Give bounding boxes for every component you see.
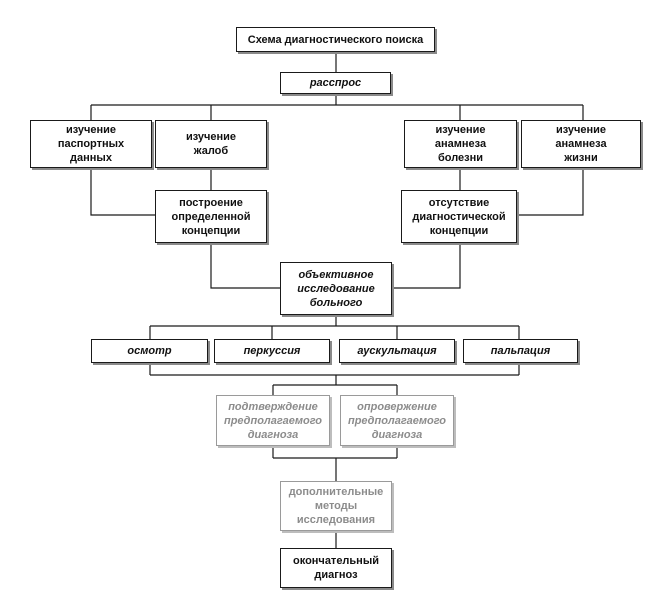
inquiry-label: расспрос [309, 77, 362, 89]
title-label: Схема диагностического поиска [247, 33, 424, 46]
passport-data-box: изучение паспортных данных [30, 120, 152, 168]
auscultation-label: аускультация [357, 345, 437, 357]
connector-hypotheses-additional [272, 446, 398, 481]
refute-diagnosis-label: опровержение предполагаемого диагноза [347, 400, 447, 441]
additional-methods-box: дополнительные методы исследования [280, 481, 392, 531]
connector-methods-bus [149, 363, 520, 376]
inquiry-box: расспрос [280, 72, 391, 94]
connector-to-concept [90, 168, 212, 216]
complaints-label: изучение жалоб [185, 131, 237, 157]
anamnesis-life-box: изучение анамнеза жизни [521, 120, 641, 168]
connector-objective-methods [149, 315, 520, 339]
palpation-label: пальпация [490, 345, 551, 357]
title-box: Схема диагностического поиска [236, 27, 435, 52]
palpation-box: пальпация [463, 339, 578, 363]
concept-box: построение определенной концепции [155, 190, 267, 243]
objective-exam-label: объективное исследование больного [297, 268, 375, 309]
final-diagnosis-label: окончательный диагноз [292, 555, 379, 581]
inspection-box: осмотр [91, 339, 208, 363]
final-diagnosis-box: окончательный диагноз [280, 548, 392, 588]
concept-label: построение определенной концепции [171, 196, 251, 237]
confirm-diagnosis-box: подтверждение предполагаемого диагноза [216, 395, 330, 446]
connector-inquiry-row [90, 94, 584, 120]
passport-data-label: изучение паспортных данных [57, 124, 125, 164]
connector-to-objective [210, 243, 461, 289]
objective-exam-box: объективное исследование больного [280, 262, 392, 315]
no-concept-box: отсутствие диагностической концепции [401, 190, 517, 243]
percussion-box: перкуссия [214, 339, 330, 363]
refute-diagnosis-box: опровержение предполагаемого диагноза [340, 395, 454, 446]
inspection-label: осмотр [127, 345, 172, 357]
anamnesis-life-label: изучение анамнеза жизни [555, 124, 607, 164]
additional-methods-label: дополнительные методы исследования [288, 486, 384, 526]
connector-to-hypotheses [272, 375, 398, 395]
anamnesis-disease-box: изучение анамнеза болезни [404, 120, 517, 168]
auscultation-box: аускультация [339, 339, 455, 363]
complaints-box: изучение жалоб [155, 120, 267, 168]
connector-to-no-concept [459, 168, 584, 216]
confirm-diagnosis-label: подтверждение предполагаемого диагноза [223, 400, 323, 441]
no-concept-label: отсутствие диагностической концепции [412, 196, 506, 237]
percussion-label: перкуссия [243, 345, 301, 357]
anamnesis-disease-label: изучение анамнеза болезни [434, 124, 487, 164]
